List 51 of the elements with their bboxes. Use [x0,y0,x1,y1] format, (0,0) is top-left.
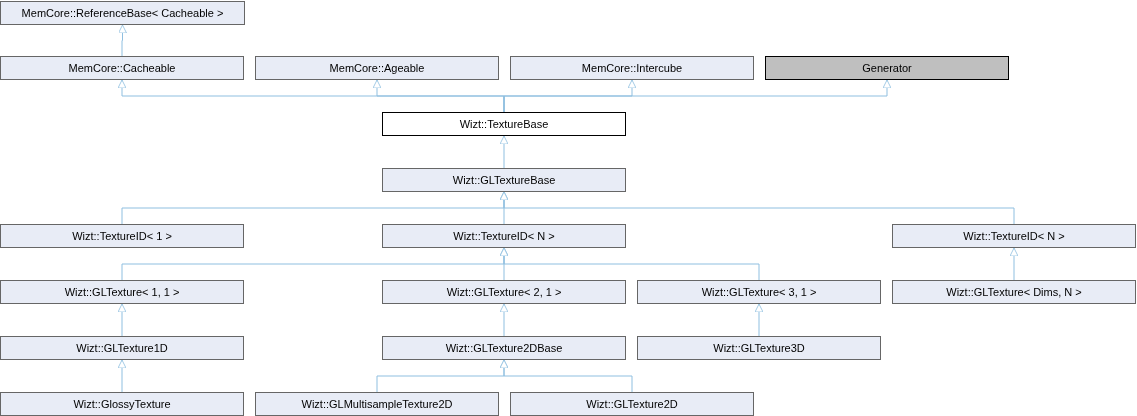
class-name: Wizt::GLTexture< 1, 1 > [64,286,180,298]
class-name: Wizt::GLTextureBase [452,174,556,186]
inheritance-arrow [117,359,127,393]
inheritance-arrow [117,303,127,337]
class-box [765,56,1009,80]
class-name: Wizt::GLMultisampleTexture2D [301,398,453,410]
class-name: Wizt::GLTexture< 3, 1 > [701,286,817,298]
inheritance-arrow [754,303,764,337]
inheritance-arrow [499,359,633,393]
class-box [382,112,626,136]
class-box [892,280,1136,304]
class-name: Wizt::GLTexture1D [76,342,168,354]
class-name: MemCore::Ageable [329,62,425,74]
class-name: MemCore::Cacheable [68,62,176,74]
class-box [0,224,244,248]
class-box [0,1,245,25]
class-box [892,224,1136,248]
inheritance-arrow [499,191,1015,225]
class-box [0,280,244,304]
class-box [0,336,244,360]
class-name: Wizt::TextureID< N > [453,230,555,242]
class-box [382,280,626,304]
class-box [382,224,626,248]
class-box [510,56,754,80]
class-name: Wizt::TextureBase [459,118,549,130]
class-box [0,392,244,416]
class-box [255,392,499,416]
class-box [637,336,881,360]
class-name: Wizt::GLTexture2DBase [445,342,563,354]
inheritance-arrow [118,24,127,57]
class-name: MemCore::ReferenceBase< Cacheable > [21,7,224,19]
class-name: MemCore::Intercube [581,62,683,74]
class-box [382,168,626,192]
class-name: Wizt::GlossyTexture [73,398,171,410]
class-name: Wizt::GLTexture< Dims, N > [946,286,1082,298]
class-box [510,392,754,416]
inheritance-arrow [499,303,509,337]
inheritance-arrow [503,79,892,113]
class-box [637,280,881,304]
class-name: Generator [862,62,912,74]
inheritance-arrow [1009,247,1019,281]
class-name: Wizt::GLTexture2D [586,398,678,410]
class-name: Wizt::GLTexture< 2, 1 > [446,286,562,298]
class-name: Wizt::TextureID< N > [963,230,1065,242]
class-box [255,56,499,80]
inheritance-arrow [499,135,509,169]
class-name: Wizt::GLTexture3D [713,342,805,354]
class-name: Wizt::TextureID< 1 > [72,230,172,242]
class-box [382,336,626,360]
class-box [0,56,244,80]
inheritance-arrow [499,247,760,281]
